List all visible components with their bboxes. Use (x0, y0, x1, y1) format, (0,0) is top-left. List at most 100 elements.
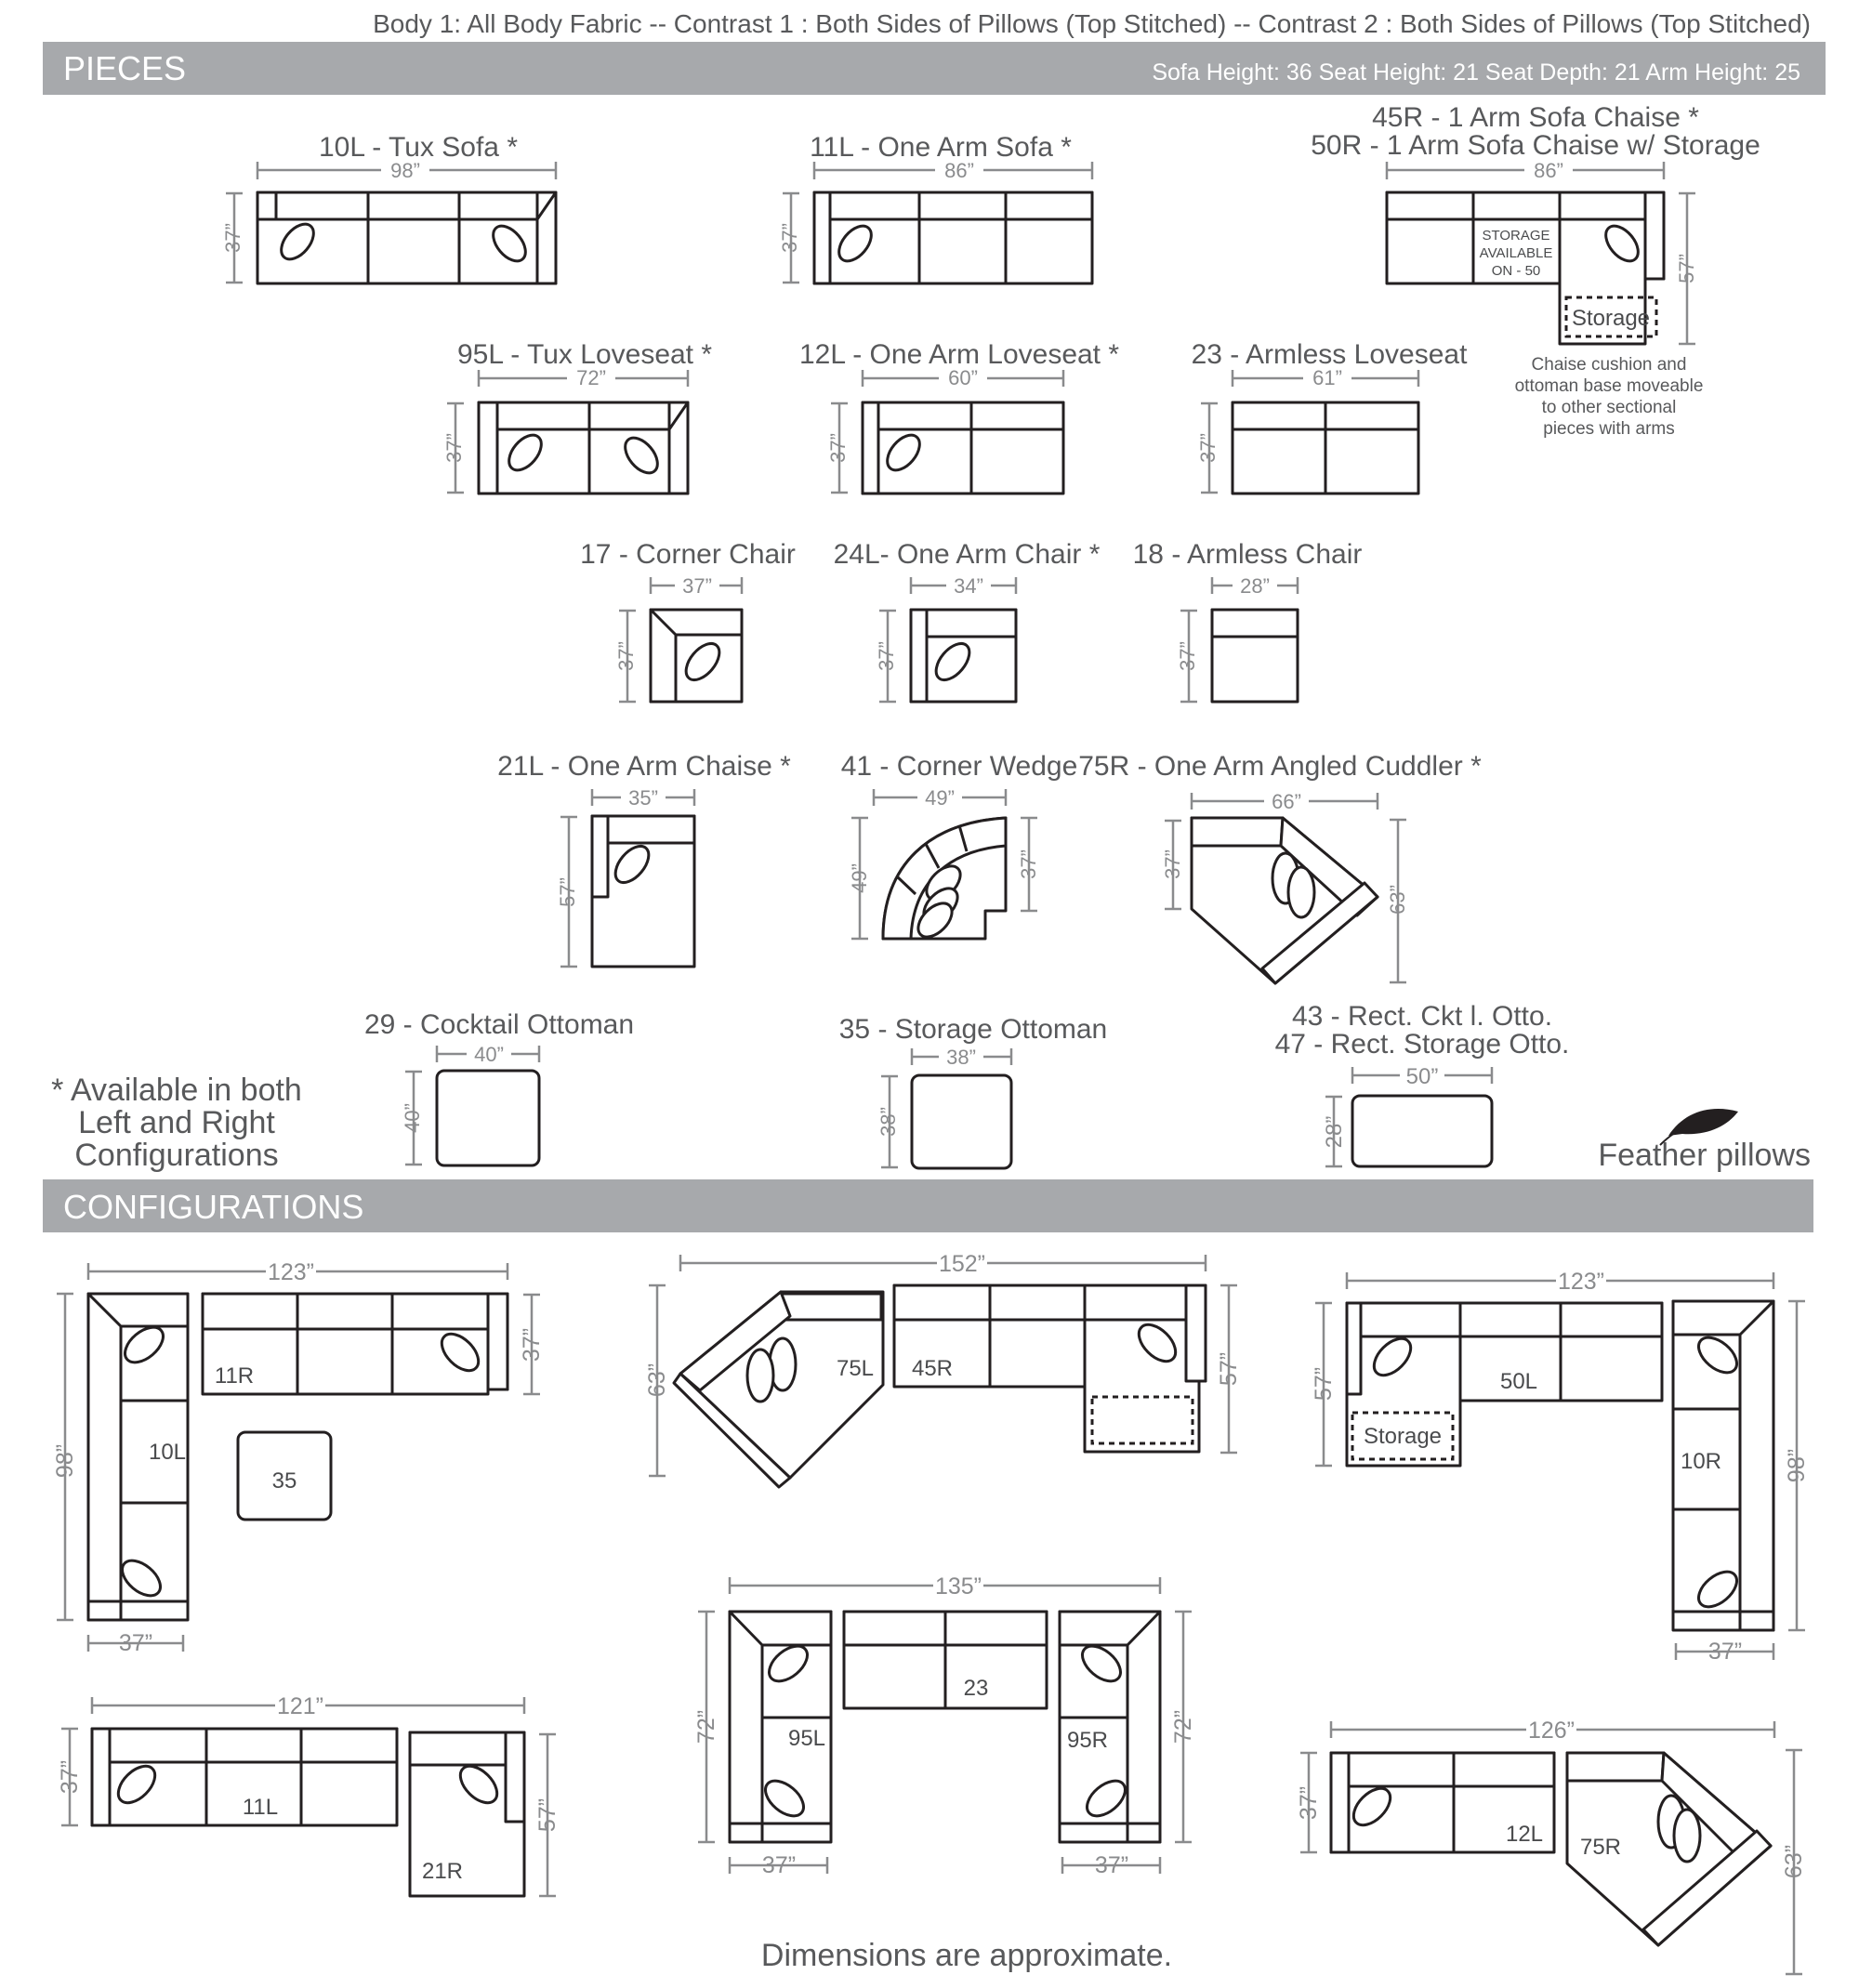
config-5-tag-95R: 95R (1067, 1728, 1108, 1753)
piece-18: 18 - Armless Chair 28” 37” (1133, 539, 1363, 704)
config-4-tag-11L: 11L (243, 1795, 278, 1820)
piece-45R-height: 57” (1675, 254, 1698, 283)
config-3-bottom: 37” (1708, 1639, 1742, 1665)
piece-45R-width: 86” (1534, 159, 1563, 182)
piece-18-label: 18 - Armless Chair (1133, 539, 1363, 570)
piece-17: 17 - Corner Chair 37” 37” (580, 539, 796, 704)
config-3-width: 123” (1558, 1269, 1604, 1295)
piece-95L-height: 37” (442, 433, 466, 463)
storage-note-line1: STORAGE (1482, 228, 1549, 244)
piece-29-label: 29 - Cocktail Ottoman (364, 1009, 634, 1040)
config-2-width: 152” (939, 1251, 985, 1277)
config-4-tag-21R: 21R (422, 1859, 463, 1884)
config-3-tag-10R: 10R (1681, 1449, 1721, 1474)
config-5-width: 135” (935, 1573, 982, 1600)
config-4-height-left: 37” (57, 1760, 83, 1794)
piece-43-height: 28” (1322, 1116, 1347, 1149)
chaise-note-line3: to other sectional (1542, 398, 1677, 417)
config-1: 123” 98” 37” 37” 10L 11R 35 (52, 1259, 545, 1656)
config-6-width: 126” (1528, 1718, 1575, 1744)
piece-23: 23 - Armless Loveseat 61” 37” (1192, 339, 1468, 495)
config-1-bottom: 37” (119, 1630, 152, 1656)
config-1-height-left: 98” (52, 1444, 78, 1478)
piece-45R: 45R - 1 Arm Sofa Chaise * 50R - 1 Arm So… (1311, 102, 1760, 439)
piece-23-label: 23 - Armless Loveseat (1192, 339, 1468, 370)
piece-41: 41 - Corner Wedge 49” 49” 37” (841, 751, 1078, 941)
config-1-tag-11R: 11R (215, 1363, 254, 1389)
piece-11L-width: 86” (944, 159, 974, 182)
config-6-tag-12L: 12L (1506, 1822, 1543, 1847)
availability-line3: Configurations (74, 1138, 278, 1173)
piece-43-width: 50” (1406, 1064, 1439, 1089)
piece-10L-label: 10L - Tux Sofa * (319, 132, 518, 163)
piece-45R-storage: Storage (1572, 306, 1650, 331)
config-4-width: 121” (277, 1693, 323, 1719)
chaise-note-line1: Chaise cushion and (1532, 355, 1687, 375)
footer-note: Dimensions are approximate. (761, 1938, 1172, 1973)
configurations-title: CONFIGURATIONS (63, 1188, 363, 1226)
piece-11L-height: 37” (778, 223, 801, 253)
piece-35-width: 38” (946, 1046, 976, 1069)
piece-23-width: 61” (1312, 366, 1342, 389)
config-5-bottom-left: 37” (762, 1852, 796, 1878)
piece-41-label: 41 - Corner Wedge (841, 751, 1078, 782)
piece-12L-height: 37” (826, 433, 850, 463)
piece-75R-width: 66” (1272, 790, 1301, 813)
availability-line1: * Available in both (51, 1073, 302, 1108)
config-1-width: 123” (268, 1259, 314, 1285)
piece-41-height-right: 37” (1017, 849, 1040, 879)
piece-10L: 10L - Tux Sofa * 98” 37” (221, 132, 558, 285)
piece-24L-height: 37” (875, 641, 898, 671)
piece-43-label: 43 - Rect. Ckt l. Otto. (1292, 1001, 1552, 1032)
chaise-note-line4: pieces with arms (1543, 419, 1675, 439)
config-3-storage: Storage (1364, 1424, 1442, 1449)
piece-35-height: 38” (877, 1107, 900, 1137)
config-2-tag-45R: 45R (912, 1356, 953, 1381)
piece-21L-label: 21L - One Arm Chaise * (497, 751, 791, 782)
config-1-height-right: 37” (519, 1328, 545, 1362)
piece-29: 29 - Cocktail Ottoman 40” 40” (364, 1009, 634, 1167)
config-2-height-right: 57” (1216, 1352, 1242, 1386)
config-5-tag-95L: 95L (788, 1726, 825, 1751)
pieces-specs: Sofa Height: 36 Seat Height: 21 Seat Dep… (1152, 59, 1800, 86)
piece-95L-label: 95L - Tux Loveseat * (457, 339, 712, 370)
piece-75R: 75R - One Arm Angled Cuddler * 66” 37” 6… (1078, 751, 1482, 985)
piece-11L-label: 11L - One Arm Sofa * (810, 132, 1072, 163)
fabric-note: Body 1: All Body Fabric -- Contrast 1 : … (373, 9, 1811, 38)
piece-17-width: 37” (682, 574, 712, 598)
configurations-bar (43, 1179, 1813, 1232)
piece-11L: 11L - One Arm Sofa * 86” 37” (778, 132, 1094, 285)
piece-35-label: 35 - Storage Ottoman (839, 1014, 1108, 1045)
config-1-tag-35: 35 (272, 1468, 297, 1494)
config-4-height-right: 57” (534, 1798, 560, 1832)
piece-75R-height-right: 63” (1386, 885, 1409, 915)
pieces-bar (43, 42, 1826, 95)
piece-21L-height: 57” (556, 877, 579, 907)
storage-note-line2: AVAILABLE (1480, 245, 1553, 261)
config-6: 126” 37” 63” 12L 75R (1296, 1718, 1807, 1976)
piece-43: 43 - Rect. Ckt l. Otto. 47 - Rect. Stora… (1275, 1001, 1569, 1168)
piece-23-height: 37” (1196, 433, 1220, 463)
config-6-height-left: 37” (1296, 1786, 1322, 1820)
piece-12L: 12L - One Arm Loveseat * 60” 37” (799, 339, 1119, 495)
piece-41-height-left: 49” (848, 863, 871, 893)
piece-21L-width: 35” (628, 786, 658, 810)
config-2: 152” 63” 57” 75L 45R (644, 1251, 1242, 1489)
piece-18-width: 28” (1240, 574, 1270, 598)
config-3-height-right: 98” (1784, 1449, 1810, 1482)
piece-29-width: 40” (474, 1043, 504, 1066)
piece-24L-width: 34” (954, 574, 983, 598)
piece-24L-label: 24L- One Arm Chair * (834, 539, 1101, 570)
config-3-height-left: 57” (1311, 1367, 1337, 1401)
config-3-tag-50L: 50L (1500, 1369, 1537, 1394)
piece-12L-label: 12L - One Arm Loveseat * (799, 339, 1119, 370)
piece-17-label: 17 - Corner Chair (580, 539, 796, 570)
config-1-tag-10L: 10L (149, 1440, 186, 1465)
config-5-height-right: 72” (1170, 1710, 1196, 1744)
piece-95L: 95L - Tux Loveseat * 72” 37” (442, 339, 712, 495)
piece-10L-height: 37” (221, 223, 244, 253)
pieces-title: PIECES (63, 49, 186, 87)
config-4: 121” 37” 57” 11L 21R (57, 1693, 560, 1898)
piece-29-height: 40” (401, 1103, 424, 1133)
